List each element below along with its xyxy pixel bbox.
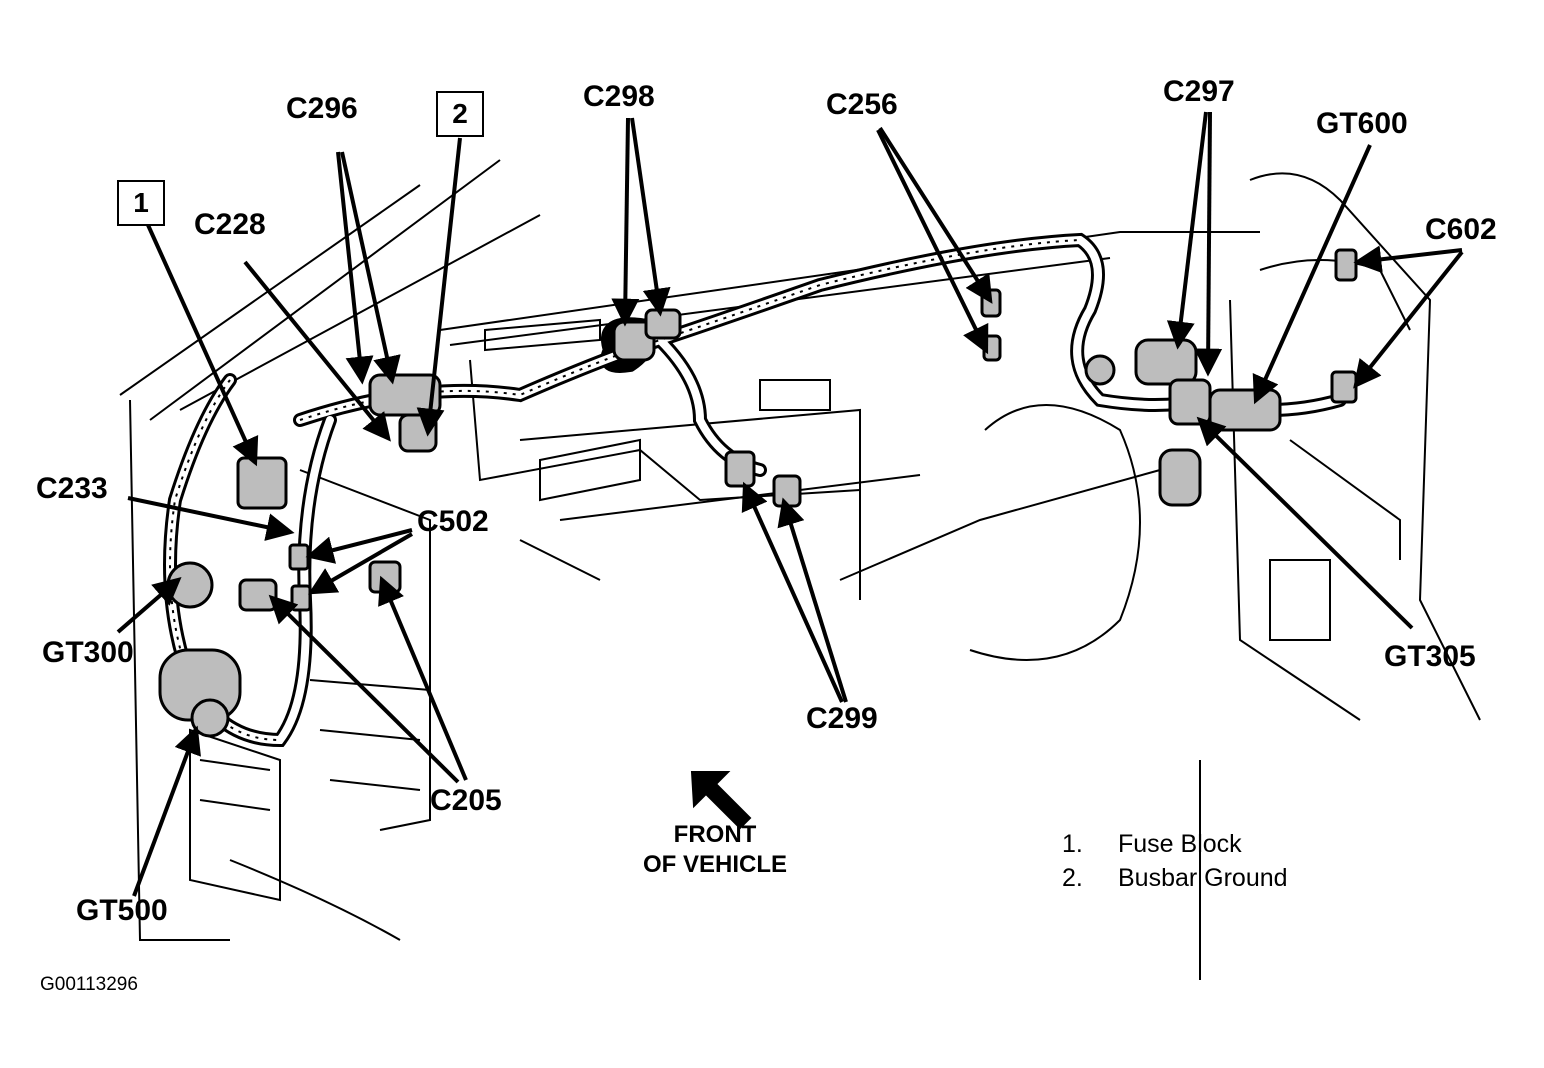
label-c296: C296 [286, 92, 358, 125]
legend-text: Busbar Ground [1118, 864, 1288, 892]
body-outlines [119, 159, 1481, 980]
front-line-1: FRONT [673, 821, 757, 848]
label-c297: C297 [1163, 75, 1235, 108]
legend-number: 1. [1062, 830, 1083, 858]
label-c228: C228 [194, 208, 266, 241]
label-c256: C256 [826, 88, 898, 121]
callout-2: 2 [436, 91, 484, 137]
front-arrow [690, 771, 752, 830]
label-gt600: GT600 [1316, 107, 1408, 140]
label-gt305: GT305 [1384, 640, 1476, 673]
front-of-vehicle-label: FRONT OF VEHICLE [640, 820, 790, 880]
label-c205: C205 [430, 784, 502, 817]
front-line-2: OF VEHICLE [642, 851, 787, 878]
legend-number: 2. [1062, 864, 1083, 892]
figure-id: G00113296 [40, 974, 138, 995]
callout-1: 1 [117, 180, 165, 226]
label-c299: C299 [806, 702, 878, 735]
leader-lines [116, 111, 1464, 897]
label-c233: C233 [36, 472, 108, 505]
label-gt300: GT300 [42, 636, 134, 669]
label-gt500: GT500 [76, 894, 168, 927]
label-c298: C298 [583, 80, 655, 113]
legend-text: Fuse Block [1118, 830, 1242, 858]
label-c502: C502 [417, 505, 489, 538]
label-c602: C602 [1425, 213, 1497, 246]
